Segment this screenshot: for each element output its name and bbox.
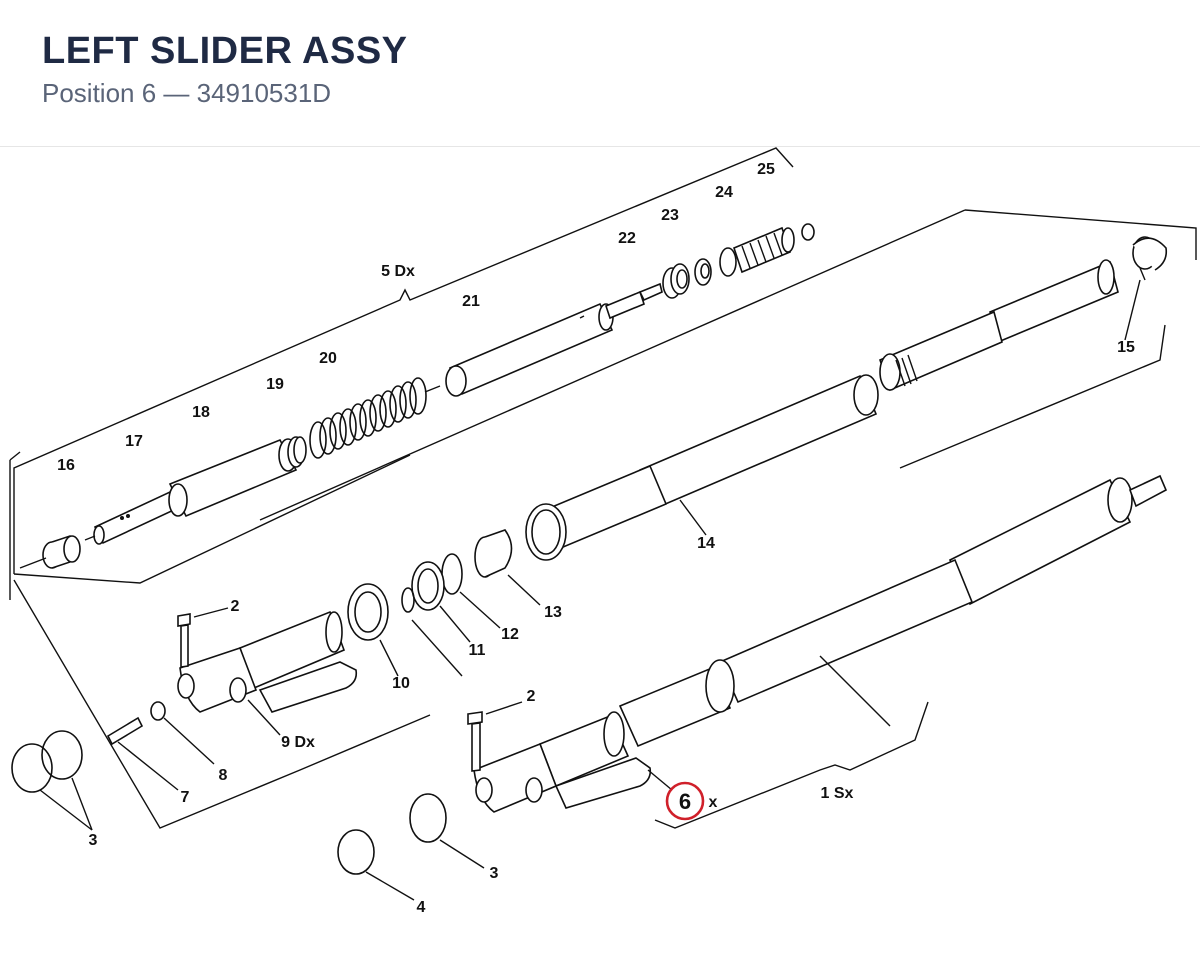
part-21-rod (445, 282, 663, 397)
part-19-ring (287, 436, 307, 468)
part-25-circlip (801, 223, 815, 241)
callout-20: 20 (319, 350, 337, 367)
part-4-clamp (337, 829, 415, 901)
callout-12: 12 (501, 626, 519, 643)
callout-2-upper: 2 (231, 598, 240, 615)
callout-11: 11 (469, 642, 486, 659)
page-subtitle: Position 6 — 34910531D (42, 78, 332, 108)
part-13-bush (474, 529, 541, 606)
bracket-9dx (9, 209, 1197, 829)
header: LEFT SLIDER ASSY Position 6 — 34910531D (0, 0, 1200, 147)
callout-7: 7 (181, 789, 190, 806)
callout-3-right: 3 (490, 865, 499, 882)
callout-4: 4 (417, 899, 426, 916)
callout-16: 16 (57, 457, 75, 474)
callout-18: 18 (192, 404, 210, 421)
bracket-5dx (13, 147, 794, 584)
part-18-cylinder (168, 438, 298, 518)
bracket-1sx (654, 701, 929, 829)
part-24-cartridge (719, 226, 795, 277)
callout-3-left: 3 (89, 832, 98, 849)
part-23-washer (694, 258, 712, 286)
callout-14: 14 (697, 535, 715, 552)
callout-13: 13 (544, 604, 562, 621)
exploded-parts-diagram: 25 24 23 22 5 Dx 21 15 20 19 18 17 16 14… (9, 147, 1197, 916)
callout-21: 21 (462, 293, 480, 310)
part-8-washer (150, 701, 215, 765)
callout-5dx: 5 Dx (381, 263, 415, 280)
callout-23: 23 (661, 207, 679, 224)
page-title: LEFT SLIDER ASSY (42, 30, 408, 72)
part-2-bolt-lower (467, 701, 523, 772)
part-3-clamp-right (409, 793, 485, 869)
part-14-outer-tube (525, 259, 1119, 561)
callout-6-x: x (709, 794, 718, 811)
part-17-damper-rod (84, 490, 180, 545)
callout-22: 22 (618, 230, 636, 247)
callout-25: 25 (757, 161, 775, 178)
part-2-bolt-upper (177, 607, 229, 668)
callout-8: 8 (219, 767, 228, 784)
part-11-oil-seal (411, 561, 471, 643)
part-20-spring (309, 377, 441, 459)
callout-2-lower: 2 (527, 688, 536, 705)
callout-10: 10 (392, 675, 410, 692)
part-15-cap (1124, 236, 1168, 341)
part-3-clamp-left (11, 730, 93, 831)
callout-9dx: 9 Dx (281, 734, 315, 751)
callout-labels: 25 24 23 22 5 Dx 21 15 20 19 18 17 16 14… (57, 161, 1135, 916)
part-22-seal (662, 263, 690, 299)
callout-1sx: 1 Sx (821, 785, 854, 802)
highlight-ring (665, 781, 705, 821)
part-1sx-left-slider (473, 474, 1168, 813)
callout-15: 15 (1117, 339, 1135, 356)
part-7-bleed-screw (106, 716, 179, 791)
callout-19: 19 (266, 376, 284, 393)
callout-24: 24 (715, 184, 733, 201)
part-10-dust-seal (347, 583, 463, 677)
callout-17: 17 (125, 433, 143, 450)
highlight-position-6: 6 (665, 781, 705, 821)
callout-6: 6 (679, 789, 691, 814)
part-9dx-right-slider (177, 610, 358, 736)
part-16-bushing (19, 535, 81, 569)
